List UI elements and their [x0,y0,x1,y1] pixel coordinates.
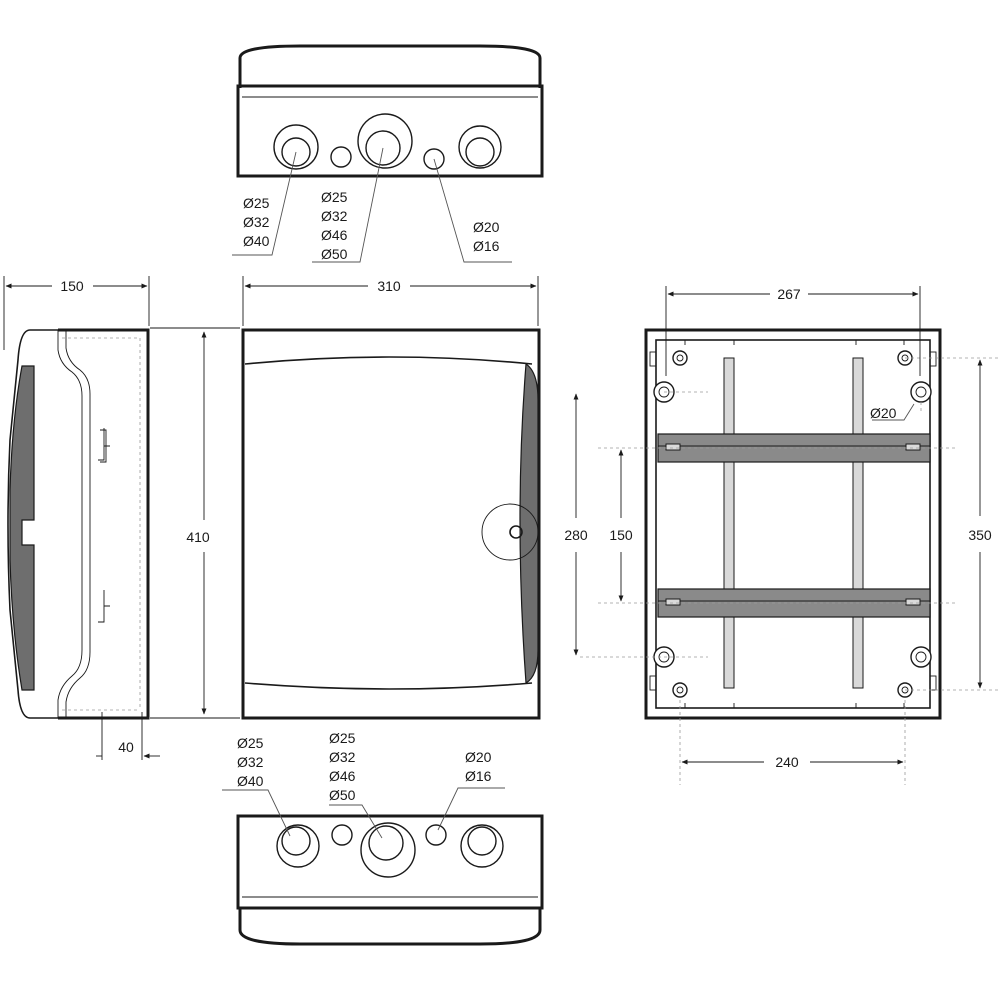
bottom-center-label-2: Ø32 [329,749,356,765]
top-center-label-1: Ø25 [321,189,348,205]
bottom-center-label-3: Ø46 [329,768,356,784]
back-mount-hole-label: Ø20 [870,405,897,421]
dim-back-width-top: 267 [777,286,801,302]
top-lid-outline [238,44,542,88]
bottom-knockout-right [460,824,504,868]
bottom-center-label-1: Ø25 [329,730,356,746]
front-body [241,328,541,720]
side-body [58,328,150,720]
bottom-left-label-2: Ø32 [237,754,264,770]
front-lock-recess [481,503,539,561]
dim-back-height-inner: 280 [564,527,588,543]
top-left-label-2: Ø32 [243,214,270,230]
dim-top-width: 310 [377,278,401,294]
top-left-label-1: Ø25 [243,195,270,211]
mount-hole-bottom-right [910,646,932,668]
dim-side-depth: 150 [60,278,84,294]
dim-rail-spacing: 150 [609,527,633,543]
bottom-center-label-4: Ø50 [329,787,356,803]
front-view [241,328,541,720]
bottom-right-label-1: Ø20 [465,749,492,765]
top-center-label-3: Ø46 [321,227,348,243]
side-door-seal [9,365,35,691]
dim-back-width-bottom: 240 [775,754,799,770]
front-door-bottom-edge [244,682,533,690]
top-body [236,84,544,178]
top-center-label-2: Ø32 [321,208,348,224]
bottom-knockout-small-right [425,824,447,846]
bottom-left-label-3: Ø40 [237,773,264,789]
side-view [7,328,150,720]
back-view [580,328,998,785]
top-left-label-3: Ø40 [243,233,270,249]
dim-side-offset: 40 [118,739,134,755]
dim-height: 410 [186,529,210,545]
bottom-knockout-small-left [331,824,353,846]
mount-hole-top-right [910,381,932,403]
dim-back-height-outer: 350 [968,527,992,543]
bottom-knockout-left [276,824,320,868]
bottom-knockout-center [360,822,416,878]
bottom-right-label-2: Ø16 [465,768,492,784]
top-knockout-small-left [330,146,352,168]
top-knockout-left [273,124,319,170]
front-door-top-edge [244,356,533,365]
back-vertical-strip-right [852,357,864,689]
top-right-label-2: Ø16 [473,238,500,254]
front-lock-button[interactable] [509,525,523,539]
bottom-left-label-1: Ø25 [237,735,264,751]
top-right-label-1: Ø20 [473,219,500,235]
back-vertical-strip-left [723,357,735,689]
bottom-body [236,814,544,910]
din-rail-top [657,433,931,463]
bottom-lid-outline [238,908,542,946]
back-body [644,328,942,720]
din-rail-bottom [657,588,931,618]
top-knockout-right [458,125,502,169]
top-knockout-center [357,113,413,169]
front-door-hinge-strip [519,362,539,685]
top-view [232,44,544,263]
top-center-label-4: Ø50 [321,246,348,262]
bottom-view [222,787,544,946]
